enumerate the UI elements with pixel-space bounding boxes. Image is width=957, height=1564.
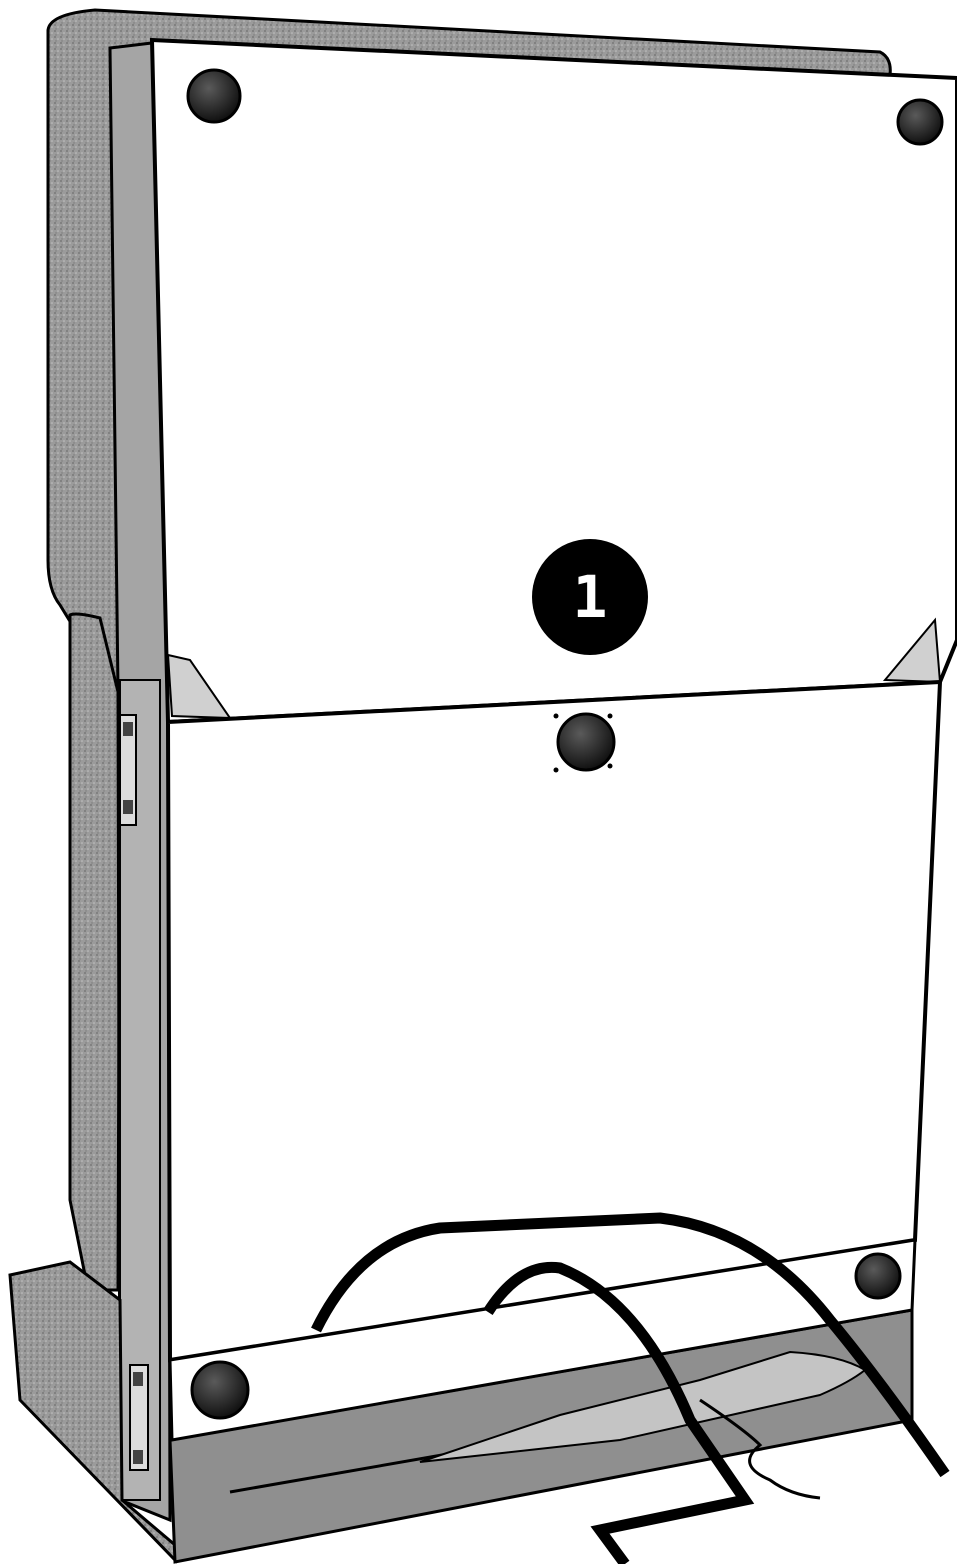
hinge-lower bbox=[130, 1365, 148, 1470]
step-badge: 1 bbox=[532, 539, 648, 655]
foot-icon bbox=[192, 1362, 248, 1418]
foot-icon bbox=[856, 1254, 900, 1298]
foot-icon bbox=[188, 70, 240, 122]
foot-icon bbox=[898, 100, 942, 144]
step-number: 1 bbox=[573, 563, 608, 631]
hinge-upper bbox=[120, 715, 136, 825]
